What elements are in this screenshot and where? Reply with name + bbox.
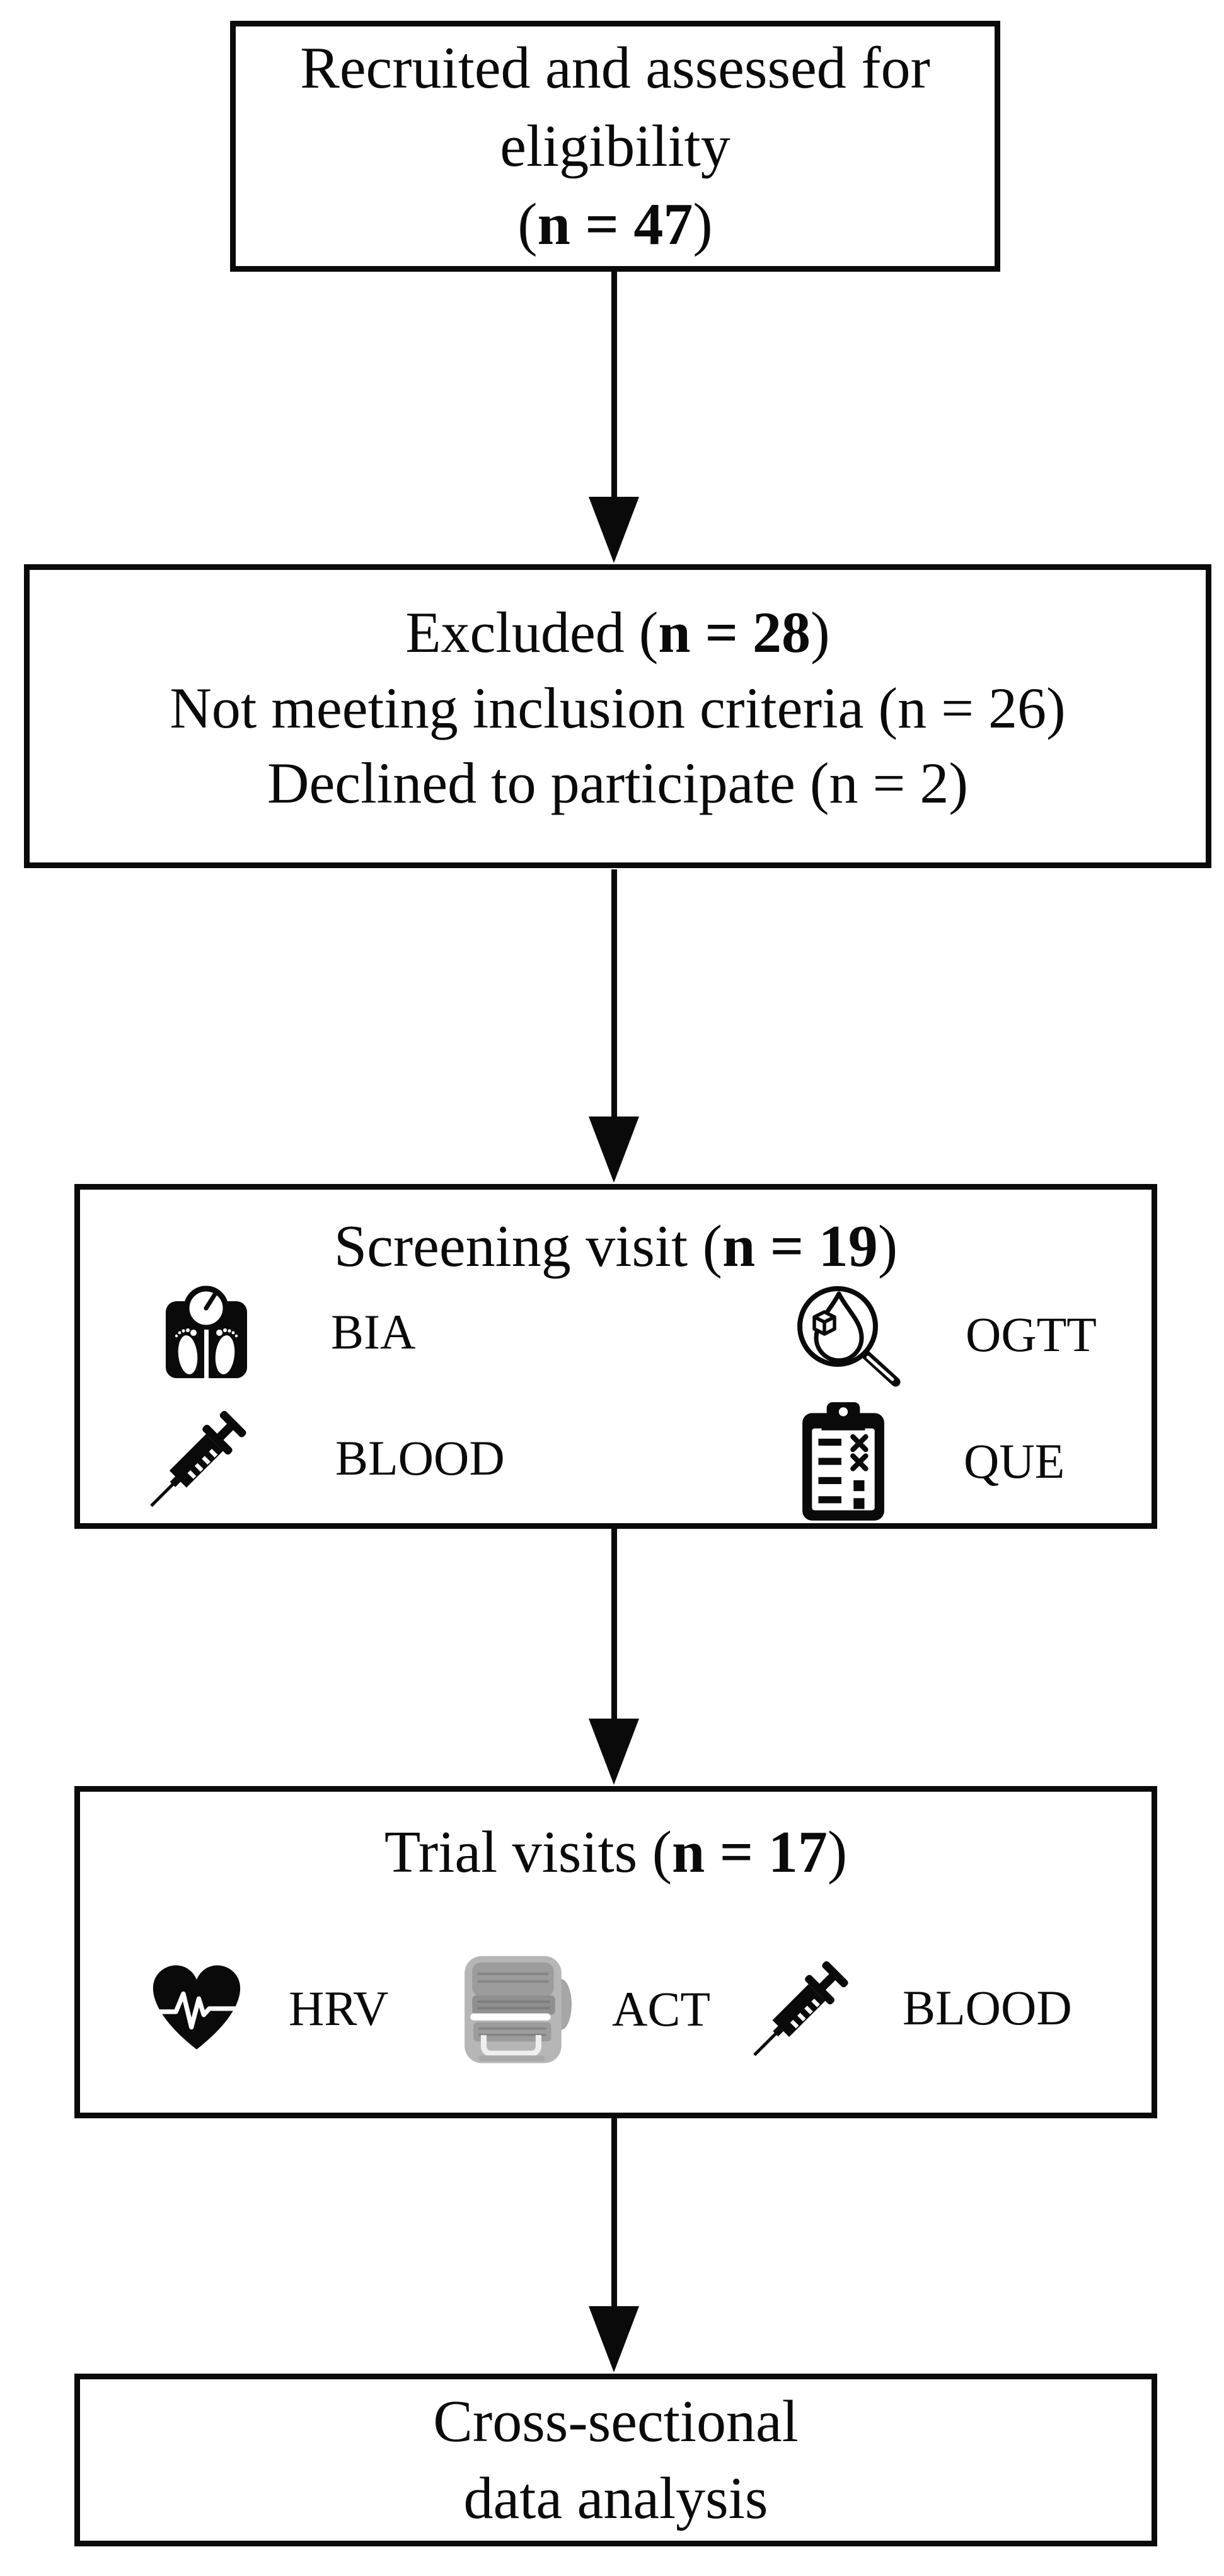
- arrow-head-icon: [589, 2306, 639, 2372]
- trial-item-hrv: HRV: [149, 1962, 388, 2055]
- screening-item-blood: BLOOD: [149, 1403, 505, 1513]
- arrow-shaft: [611, 2118, 617, 2309]
- screening-title: Screening visit (n = 19): [333, 1214, 898, 1279]
- arrow-head-icon: [589, 1719, 639, 1785]
- recruited-count: (n = 47): [517, 192, 713, 258]
- actigraph-device-icon: [458, 1951, 573, 2067]
- analysis-line2: data analysis: [463, 2466, 768, 2531]
- trial-item-label: ACT: [612, 1981, 710, 2036]
- screening-item-label: QUE: [964, 1434, 1065, 1488]
- screening-item-label: BIA: [331, 1304, 416, 1359]
- arrow-trial-to-analysis: [589, 2118, 639, 2372]
- arrow-excluded-to-screening: [589, 869, 639, 1183]
- arrow-shaft: [611, 272, 617, 500]
- recruited-line1: Recruited and assessed for: [300, 35, 930, 101]
- recruited-line2: eligibility: [500, 113, 730, 179]
- clipboard-checklist-icon: [799, 1399, 888, 1524]
- trial-item-act: ACT: [458, 1951, 710, 2067]
- excluded-title: Excluded (n = 28): [405, 600, 830, 664]
- analysis-line1: Cross-sectional: [433, 2388, 799, 2454]
- arrow-screening-to-trial: [589, 1529, 639, 1785]
- body-scale-icon: [164, 1284, 249, 1380]
- excluded-reason1: Not meeting inclusion criteria (n = 26): [170, 675, 1066, 740]
- trial-item-label: BLOOD: [903, 1980, 1072, 2035]
- excluded-reason2: Declined to participate (n = 2): [267, 751, 968, 816]
- screening-item-bia: BIA: [164, 1284, 415, 1380]
- screening-item-label: OGTT: [966, 1307, 1097, 1362]
- box-recruited: Recruited and assessed for eligibility (…: [230, 21, 1000, 272]
- arrow-head-icon: [589, 497, 639, 563]
- box-screening-visit: Screening visit (n = 19): [74, 1184, 1157, 1529]
- box-analysis: Cross-sectional data analysis: [74, 2374, 1157, 2546]
- arrow-recruited-to-excluded: [589, 272, 639, 563]
- syringe-icon: [149, 1404, 250, 1512]
- heart-ecg-icon: [149, 1962, 245, 2055]
- syringe-icon: [753, 1949, 852, 2067]
- magnifier-drop-icon: [791, 1281, 906, 1388]
- trial-item-blood: BLOOD: [753, 1948, 1072, 2068]
- box-trial-visits: Trial visits (n = 17) HRV: [74, 1786, 1157, 2118]
- screening-item-label: BLOOD: [335, 1430, 505, 1485]
- box-excluded: Excluded (n = 28) Not meeting inclusion …: [24, 564, 1211, 868]
- screening-item-ogtt: OGTT: [791, 1281, 1097, 1388]
- arrow-shaft: [611, 869, 617, 1120]
- screening-item-que: QUE: [799, 1399, 1065, 1524]
- arrow-head-icon: [589, 1117, 639, 1183]
- trial-title: Trial visits (n = 17): [384, 1819, 848, 1885]
- arrow-shaft: [611, 1529, 617, 1722]
- trial-item-label: HRV: [289, 1981, 389, 2036]
